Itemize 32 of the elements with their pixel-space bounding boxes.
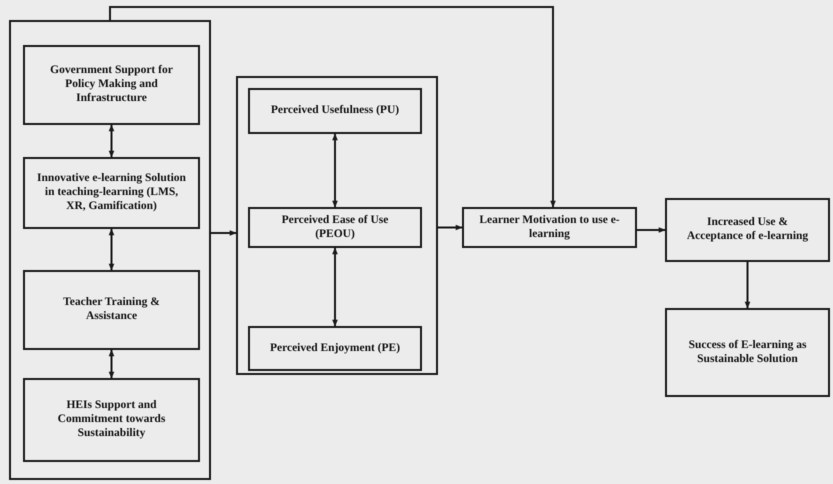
arrow <box>332 247 338 327</box>
box-label: Teacher Training & Assistance <box>62 296 161 324</box>
process-box <box>23 157 200 229</box>
arrow <box>108 349 114 379</box>
process-box <box>665 198 830 262</box>
process-box <box>665 308 830 397</box>
arrow <box>332 133 338 208</box>
process-box <box>23 270 200 350</box>
arrow <box>637 227 666 233</box>
process-box <box>248 88 422 134</box>
box-label: Perceived Enjoyment (PE) <box>268 342 402 356</box>
box-label: HEIs Support and Commitment towards Sustainability <box>56 399 166 441</box>
process-box <box>248 326 422 371</box>
process-box <box>23 378 200 462</box>
box-label: Perceived Ease of Use (PEOU) <box>280 214 390 242</box>
process-box <box>248 207 422 248</box>
arrow <box>108 124 114 158</box>
arrow <box>211 230 237 236</box>
box-label: Innovative e-learning Solution in teaching-learning (LMS, XR, Gamification) <box>36 172 187 214</box>
arrow <box>108 228 114 271</box>
arrow <box>109 6 556 208</box>
process-box <box>462 207 637 248</box>
arrow <box>438 224 463 230</box>
box-label: Success of E-learning as Sustainable Solution <box>688 338 808 366</box>
box-label: Increased Use & Acceptance of e-learning <box>686 216 810 244</box>
group-box <box>236 76 438 375</box>
group-box <box>9 20 211 480</box>
process-box <box>23 45 200 125</box>
box-label: Learner Motivation to use e-learning <box>478 214 621 242</box>
arrow <box>744 262 750 309</box>
box-label: Government Support for Policy Making and Infrastructure <box>49 64 174 106</box>
box-label: Perceived Usefulness (PU) <box>270 104 400 118</box>
